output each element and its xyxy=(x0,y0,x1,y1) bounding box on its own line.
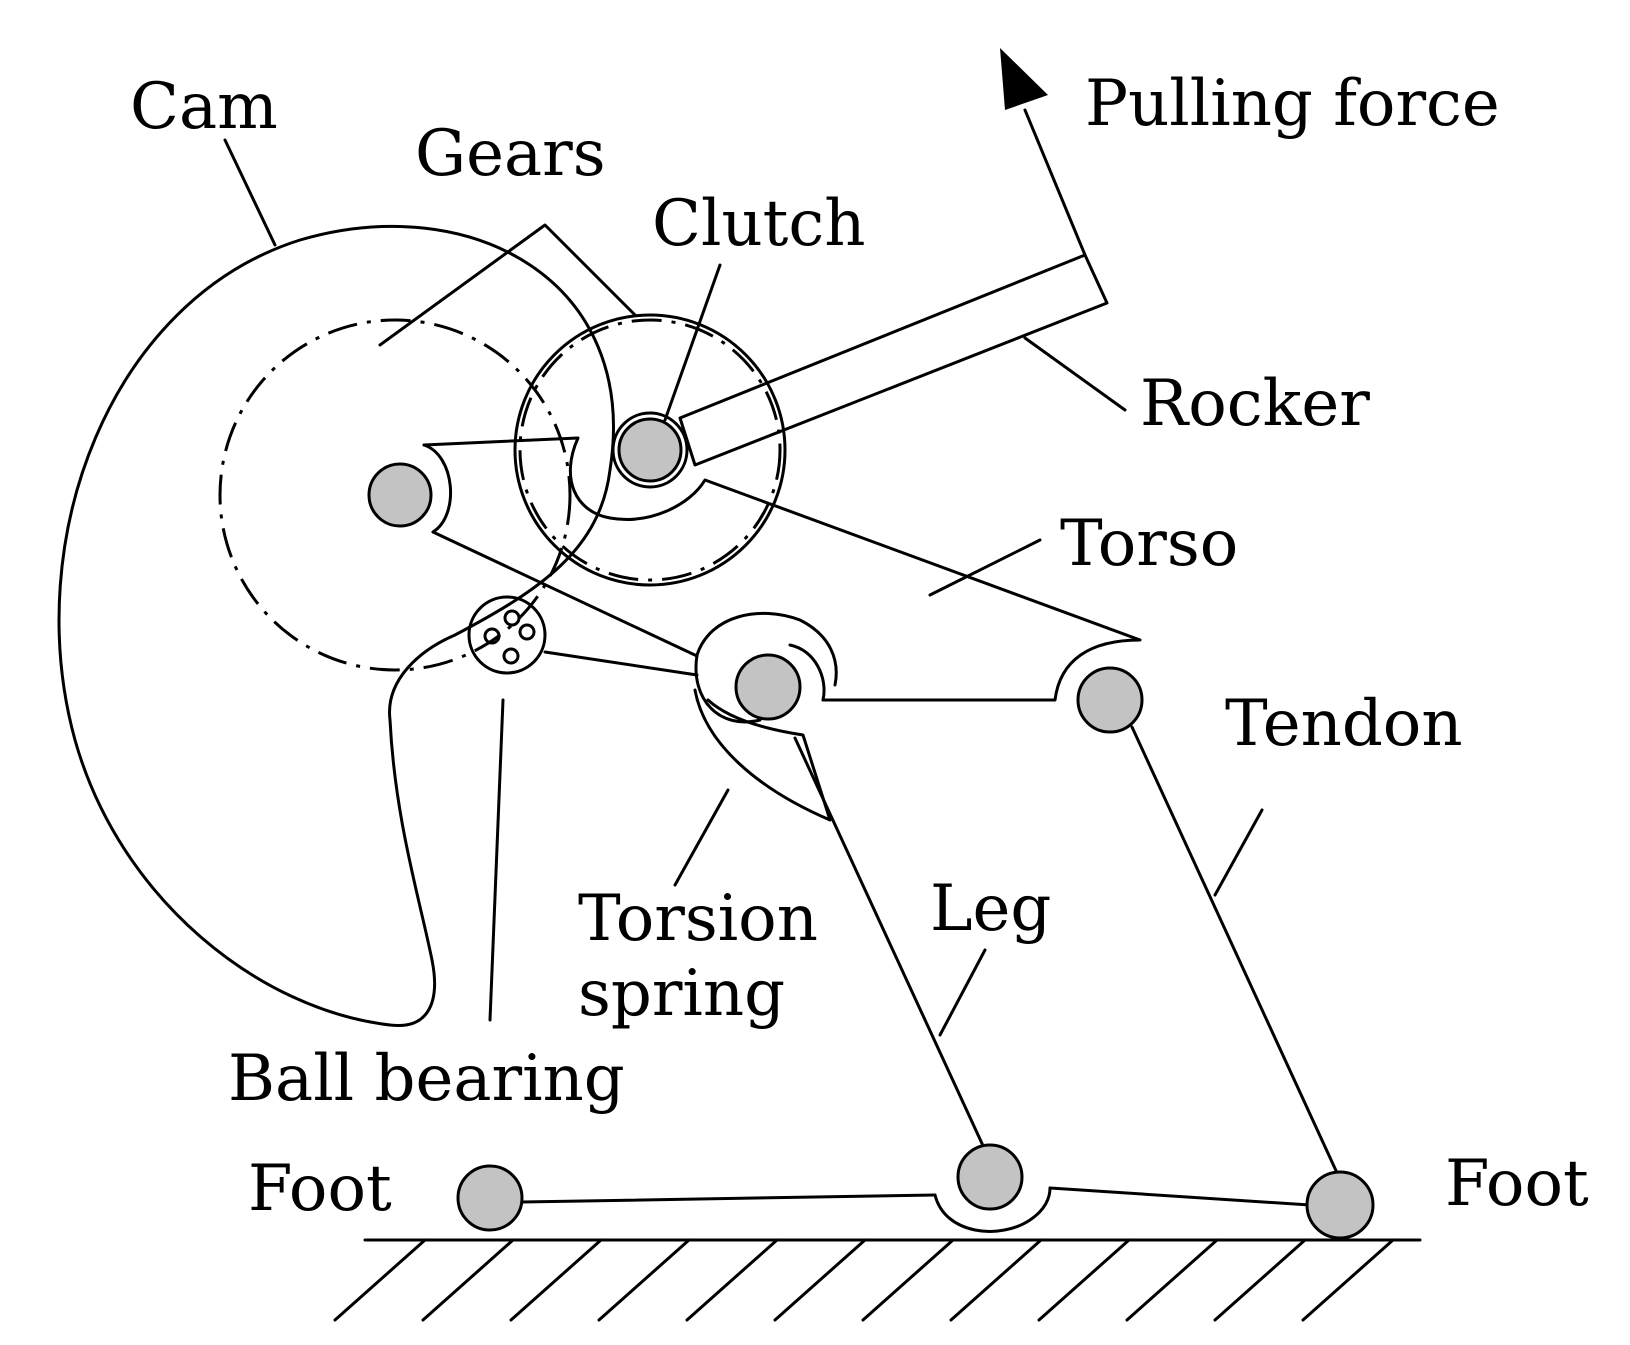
ball-bearing xyxy=(467,595,547,675)
small-gear-outline xyxy=(513,313,787,587)
cam-label: Cam xyxy=(130,70,278,144)
gears-label: Gears xyxy=(415,117,606,191)
bearing-ball xyxy=(518,623,536,641)
ground-hatch-mark xyxy=(949,1238,1043,1322)
cam-outline xyxy=(57,224,615,1028)
left-foot-pin xyxy=(456,1164,524,1232)
ground-hatch-mark xyxy=(1125,1238,1219,1322)
ground-hatch-mark xyxy=(597,1238,691,1322)
ground-hatch-mark xyxy=(773,1238,867,1322)
right-foot-pin xyxy=(1305,1170,1375,1240)
tendon-leader xyxy=(1213,808,1264,897)
ground-hatch-mark xyxy=(685,1238,779,1322)
pulling-force-arrow-shaft xyxy=(1023,108,1087,257)
cam-leader xyxy=(223,138,277,247)
clutch-label: Clutch xyxy=(652,187,865,261)
ground-hatch-mark xyxy=(333,1238,427,1322)
foot-right-label: Foot xyxy=(1445,1147,1589,1221)
clutch-ring xyxy=(611,411,689,489)
tendon-link xyxy=(1130,725,1340,1177)
pulling-force-label: Pulling force xyxy=(1085,67,1500,141)
leg-label: Leg xyxy=(930,872,1051,946)
torsion-spring-label-line1: Torsion xyxy=(578,882,818,956)
bearing-ball xyxy=(502,647,520,665)
foot-link-left xyxy=(520,1193,937,1204)
ground-hatch-mark xyxy=(421,1238,515,1322)
hip-pin xyxy=(734,653,802,721)
small-gear-pitch-circle xyxy=(518,318,782,582)
ball-bearing-leader xyxy=(488,698,505,1022)
clutch-pin xyxy=(617,417,683,483)
tendon-torso-pin xyxy=(1076,666,1144,734)
torso-leader xyxy=(928,538,1042,597)
ground-hatching xyxy=(333,1238,1395,1322)
torsion-spring-body xyxy=(693,688,832,822)
leg-link xyxy=(793,736,987,1152)
torso-link xyxy=(422,436,1142,702)
bearing-ball xyxy=(503,609,521,627)
gears-leader xyxy=(378,223,637,347)
rocker-arm xyxy=(678,253,1109,467)
pulling-force-arrow-head xyxy=(1000,48,1048,110)
ball-bearing-label: Ball bearing xyxy=(228,1042,625,1116)
torso-label: Torso xyxy=(1060,507,1238,581)
bearing-ball xyxy=(483,627,501,645)
knee-joint-housing xyxy=(933,1186,1052,1233)
ground-hatch-mark xyxy=(1213,1238,1307,1322)
foot-left-label: Foot xyxy=(248,1152,392,1226)
leg-leader xyxy=(938,948,987,1037)
torso-left-notch xyxy=(422,443,453,534)
clutch-leader xyxy=(663,263,722,422)
torsion-spring-label-line2: spring xyxy=(578,957,785,1031)
ground-hatch-mark xyxy=(509,1238,603,1322)
bearing-link xyxy=(543,650,699,677)
ground-hatch-mark xyxy=(861,1238,955,1322)
knee-pin xyxy=(956,1143,1024,1211)
torsion-spring-leader xyxy=(673,788,730,887)
ground-hatch-mark xyxy=(1301,1238,1395,1322)
cam-pivot-pin xyxy=(367,462,433,528)
ground-hatch-mark xyxy=(1037,1238,1131,1322)
large-gear-pitch-circle xyxy=(218,318,572,672)
rocker-leader xyxy=(1023,336,1127,412)
tendon-label: Tendon xyxy=(1225,687,1463,761)
foot-link-right xyxy=(1048,1186,1312,1207)
rocker-label: Rocker xyxy=(1140,367,1370,441)
